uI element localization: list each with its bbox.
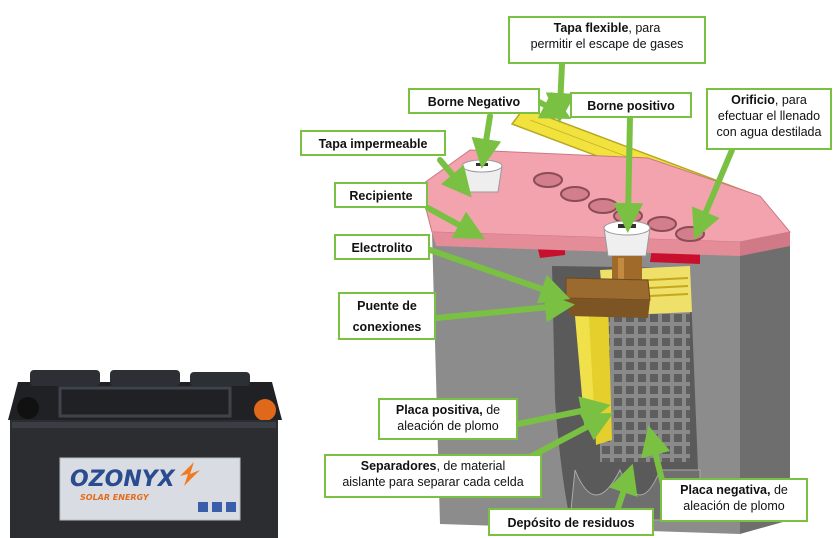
positive-terminal-cap: [254, 399, 276, 421]
label-electrolito: Electrolito: [334, 234, 430, 260]
label-orificio: Orificio, para efectuar el llenado con a…: [706, 88, 832, 150]
label-deposito-de-residuos: Depósito de residuos: [488, 508, 654, 536]
callout-arrows: [425, 61, 735, 511]
logo-bolt-icon: [180, 462, 200, 486]
label-puente-de-conexiones: Puente de conexiones: [338, 292, 436, 340]
label-recipiente: Recipiente: [334, 182, 428, 208]
label-tapa-flexible: Tapa flexible, para permitir el escape d…: [508, 16, 706, 64]
label-separadores: Separadores, de material aislante para s…: [324, 454, 542, 498]
label-borne-negativo: Borne Negativo: [408, 88, 540, 114]
sub-brand-logo: SOLAR ENERGY: [80, 493, 150, 502]
battery-photo: OZONYX SOLAR ENERGY: [8, 370, 282, 538]
negative-terminal: [461, 159, 503, 193]
label-placa-negativa: Placa negativa, de aleación de plomo: [660, 478, 808, 522]
label-tapa-impermeable: Tapa impermeable: [300, 130, 446, 156]
brand-logo: OZONYX: [70, 467, 176, 492]
label-placa-positiva: Placa positiva, de aleación de plomo: [378, 398, 518, 440]
label-borne-positivo: Borne positivo: [570, 92, 692, 118]
